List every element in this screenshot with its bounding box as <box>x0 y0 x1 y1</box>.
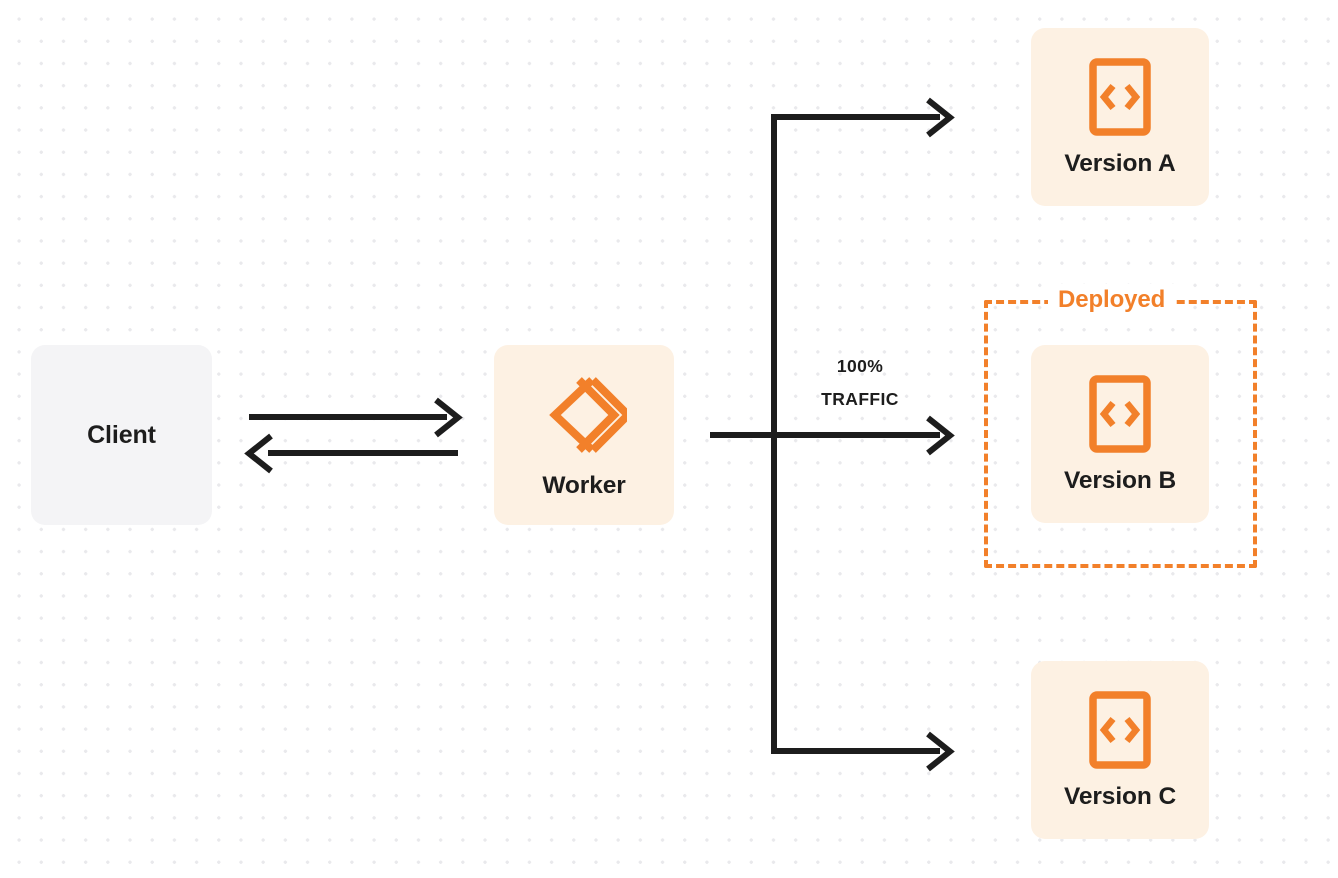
node-version-c-label: Version C <box>1063 782 1177 810</box>
node-version-c[interactable]: Version C <box>1031 661 1209 839</box>
connector-worker-to-client <box>244 433 458 474</box>
connector-worker-to-version-c <box>771 731 955 772</box>
node-client[interactable]: Client <box>31 345 212 525</box>
connector-trunk <box>710 114 940 754</box>
connector-client-to-worker <box>249 397 463 438</box>
node-client-label: Client <box>87 420 156 449</box>
node-version-b[interactable]: Version B <box>1031 345 1209 523</box>
code-file-icon <box>1089 375 1151 453</box>
traffic-percent: 100% <box>836 356 884 376</box>
node-worker[interactable]: Worker <box>494 345 674 525</box>
code-file-icon <box>1089 58 1151 136</box>
connector-worker-to-version-a <box>771 97 955 138</box>
node-worker-label: Worker <box>542 471 626 499</box>
node-version-a[interactable]: Version A <box>1031 28 1209 206</box>
traffic-share-label: 100% TRAFFIC <box>790 350 930 416</box>
traffic-word: TRAFFIC <box>821 389 899 409</box>
connector-worker-to-version-b <box>926 415 955 456</box>
deployed-group-label: Deployed <box>1048 284 1176 316</box>
code-file-icon <box>1089 691 1151 769</box>
cloudflare-workers-logo-icon <box>541 372 634 458</box>
node-version-b-label: Version B <box>1063 466 1177 494</box>
node-version-a-label: Version A <box>1064 149 1176 177</box>
